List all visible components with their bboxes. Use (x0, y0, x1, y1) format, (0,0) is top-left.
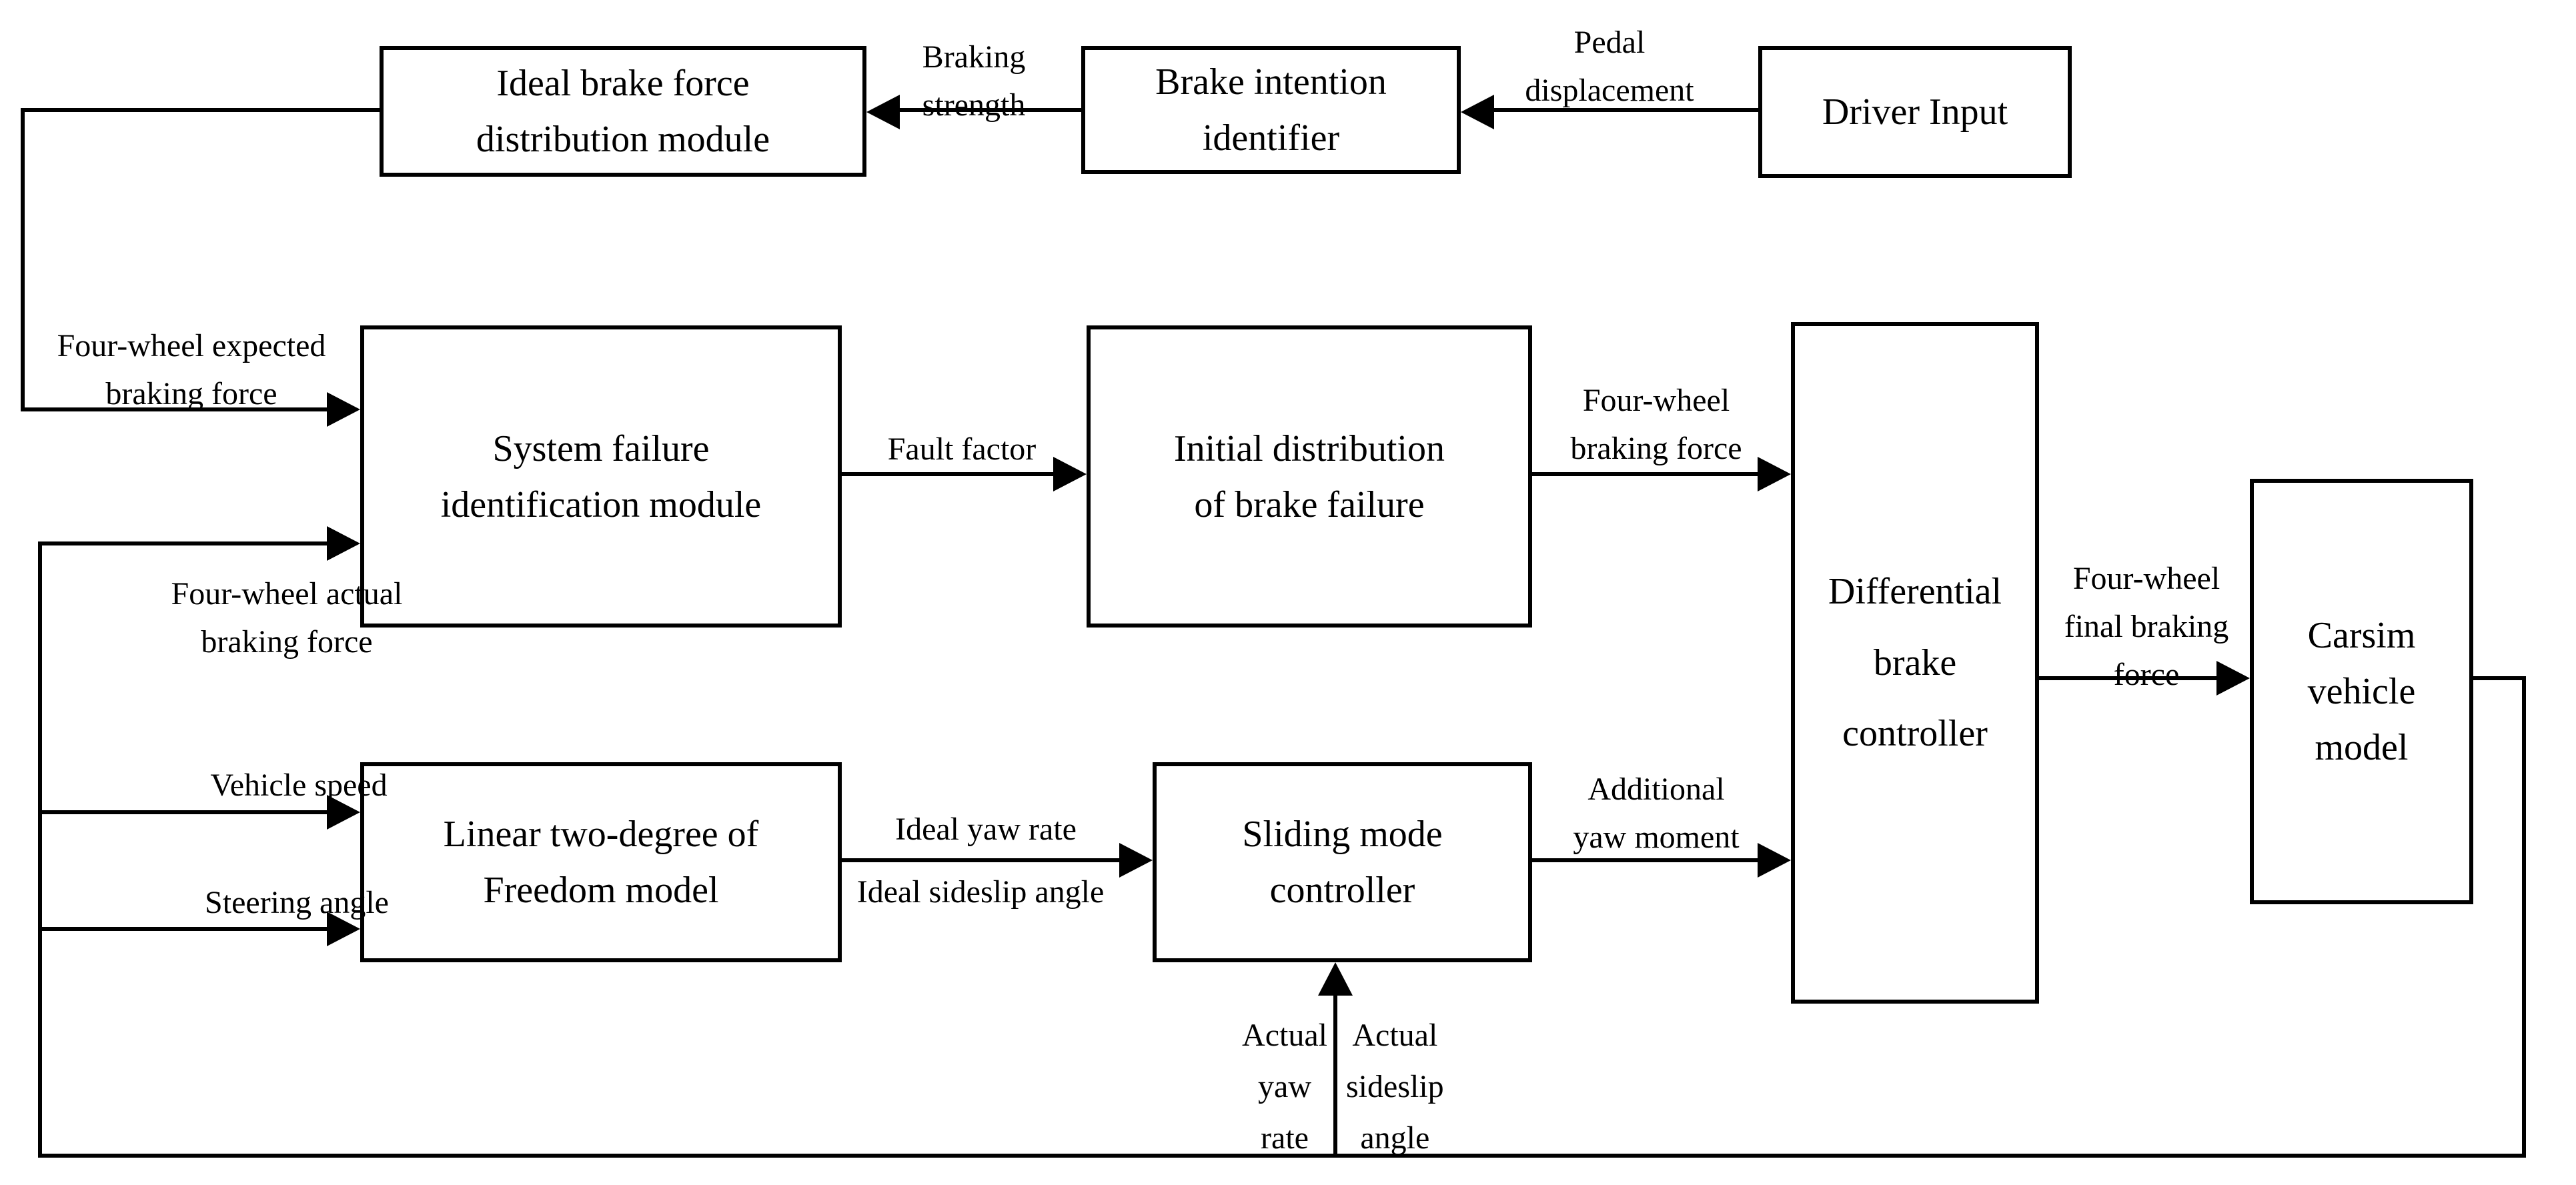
connector-right-feedback-vertical (2522, 676, 2526, 1158)
arrowhead-into-sliding (1119, 843, 1153, 878)
connector-intention-to-ideal (898, 108, 1081, 112)
connector-bottom-feedback (38, 1154, 2526, 1158)
connector-left-feedback-vertical (38, 541, 42, 1158)
connector-actual-force (38, 541, 328, 545)
box-driver-input: Driver Input (1758, 46, 2072, 178)
label-steering-angle: Steering angle (205, 885, 389, 920)
arrowhead-actual-into-sysfail (327, 526, 360, 561)
label-ideal-yaw-rate: Ideal yaw rate (895, 812, 1077, 847)
connector-steering-angle (38, 927, 328, 931)
arrowhead-up-into-sliding (1318, 962, 1353, 996)
arrowhead-into-ideal-brake (866, 95, 900, 129)
arrowhead-speed-into-linear (327, 795, 360, 830)
label-additional-yaw-moment: Additional yaw moment (1573, 772, 1740, 855)
connector-ideal-yaw (842, 858, 1121, 862)
label-four-wheel-final-braking-force: Four-wheel final braking force (2064, 561, 2229, 692)
arrowhead-into-carsim (2216, 661, 2250, 696)
connector-carsim-out (2473, 676, 2526, 680)
connector-ideal-left-top (23, 108, 380, 112)
label-four-wheel-actual-braking-force: Four-wheel actual braking force (171, 576, 403, 660)
arrowhead-into-initdist (1053, 457, 1087, 491)
box-system-failure-identification-module: System failure identification module (360, 325, 842, 628)
connector-driver-to-intention (1494, 108, 1758, 112)
connector-ideal-left-vertical (21, 108, 25, 411)
arrowhead-into-brake-intention (1461, 95, 1494, 129)
label-pedal-displacement: Pedal displacement (1525, 25, 1694, 108)
label-fault-factor: Fault factor (887, 431, 1037, 467)
label-four-wheel-braking-force: Four-wheel braking force (1570, 383, 1742, 466)
label-ideal-sideslip-angle: Ideal sideslip angle (856, 874, 1105, 910)
box-linear-two-degree-of-freedom-model: Linear two-degree of Freedom model (360, 762, 842, 962)
box-ideal-brake-force-distribution-module: Ideal brake force distribution module (380, 46, 866, 177)
box-sliding-mode-controller: Sliding mode controller (1153, 762, 1532, 962)
connector-additional-yaw (1532, 858, 1759, 862)
connector-four-wheel-braking (1532, 472, 1759, 476)
label-four-wheel-expected-braking-force: Four-wheel expected braking force (57, 328, 326, 411)
box-brake-intention-identifier: Brake intention identifier (1081, 46, 1461, 174)
arrowhead-yaw-into-diff (1758, 843, 1791, 878)
connector-fault-factor (842, 472, 1055, 476)
label-braking-strength: Braking strength (922, 39, 1026, 123)
connector-final-braking (2039, 676, 2218, 680)
label-actual-yaw-rate: Actual yaw rate (1242, 1018, 1327, 1156)
box-initial-distribution-of-brake-failure: Initial distribution of brake failure (1087, 325, 1532, 628)
box-carsim-vehicle-model: Carsim vehicle model (2250, 479, 2473, 904)
label-actual-sideslip-angle: Actual sideslip angle (1346, 1018, 1444, 1156)
arrowhead-expected-into-sysfail (327, 392, 360, 427)
connector-actual-states (1333, 994, 1337, 1158)
connector-expected-force (23, 407, 328, 411)
box-differential-brake-controller: Differential brake controller (1791, 322, 2039, 1004)
connector-vehicle-speed (38, 810, 328, 814)
label-vehicle-speed: Vehicle speed (210, 768, 388, 803)
arrowhead-braking-into-diff (1758, 457, 1791, 491)
arrowhead-steering-into-linear (327, 912, 360, 946)
